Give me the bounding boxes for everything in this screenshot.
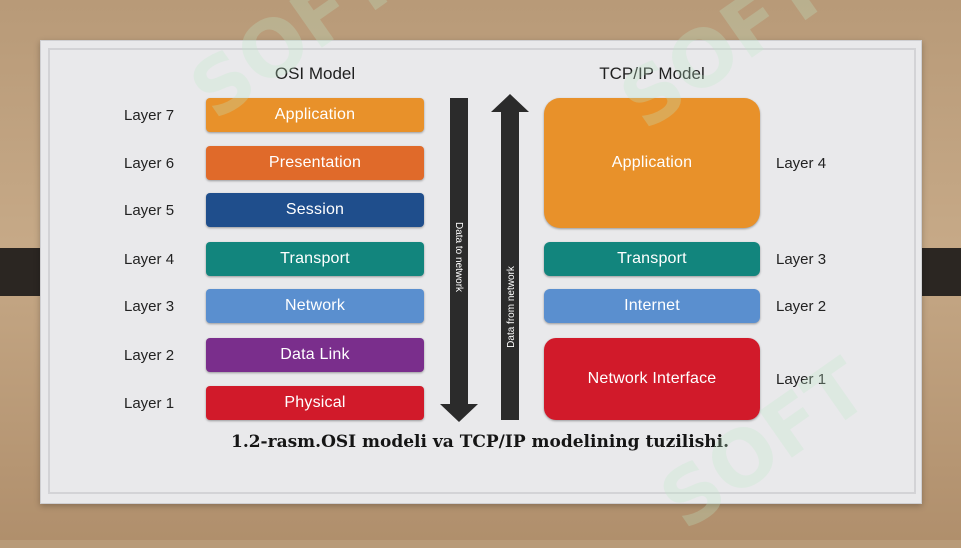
- diagram-inner-frame: [48, 48, 916, 494]
- data-flow-arrows: Data to network Data from network: [440, 94, 529, 422]
- down-arrow-label: Data to network: [453, 222, 464, 293]
- osi-application-block: Application: [206, 98, 424, 132]
- tcpip-internet-block: Internet: [544, 289, 760, 323]
- up-arrow-label: Data from network: [506, 265, 517, 348]
- osi-layer-7-label: Layer 7: [124, 107, 175, 124]
- osi-layer-5-label: Layer 5: [124, 202, 175, 219]
- osi-session-block: Session: [206, 193, 424, 227]
- osi-presentation-block: Presentation: [206, 146, 424, 180]
- tcpip-application-block: Application: [544, 98, 760, 228]
- osi-model-heading: OSI Model: [274, 64, 356, 83]
- osi-data-link-block: Data Link: [206, 338, 424, 372]
- tcpip-network-interface-block: Network Interface: [544, 338, 760, 420]
- diagram-panel: [40, 40, 922, 504]
- down-arrow: Data to network: [440, 98, 478, 422]
- up-arrow: Data from network: [491, 94, 529, 420]
- tcpip-layer-3-label: Layer 3: [776, 251, 827, 268]
- tcpip-layer-4-label: Layer 4: [776, 155, 827, 172]
- tcpip-transport-block: Transport: [544, 242, 760, 276]
- osi-network-block: Network: [206, 289, 424, 323]
- osi-layer-4-label: Layer 4: [124, 251, 175, 268]
- osi-layer-1-label: Layer 1: [124, 395, 175, 412]
- osi-layer-3-label: Layer 3: [124, 298, 175, 315]
- osi-layer-6-label: Layer 6: [124, 155, 175, 172]
- osi-physical-block: Physical: [206, 386, 424, 420]
- figure-caption: 1.2-rasm.OSI modeli va TCP/IP modelining…: [230, 432, 729, 452]
- tcpip-model-heading: TCP/IP Model: [599, 64, 705, 83]
- osi-layer-2-label: Layer 2: [124, 347, 175, 364]
- tcpip-layer-2-label: Layer 2: [776, 298, 827, 315]
- osi-transport-block: Transport: [206, 242, 424, 276]
- tcpip-layer-1-label: Layer 1: [776, 371, 827, 388]
